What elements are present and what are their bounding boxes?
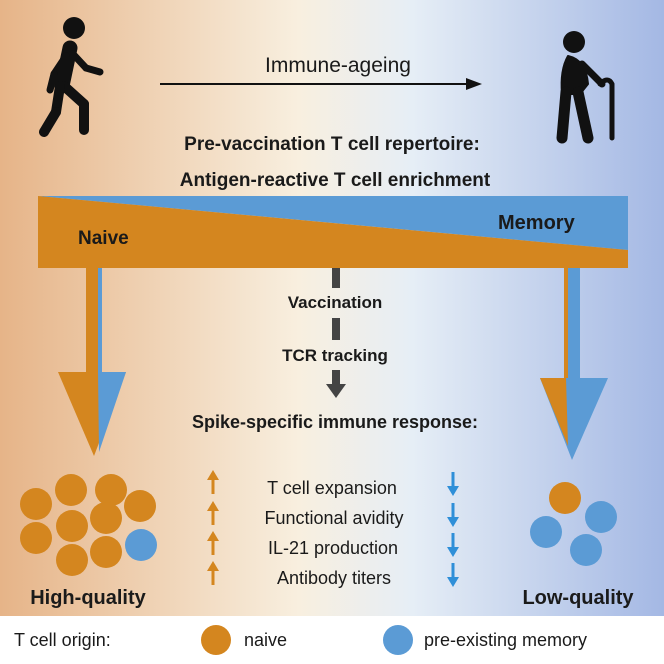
up-arrow-icon xyxy=(207,531,219,555)
left-down-arrow xyxy=(58,268,126,456)
walking-person-icon xyxy=(39,17,104,137)
outcome-row: IL-21 production xyxy=(207,531,459,558)
immune-ageing-arrow xyxy=(160,78,482,90)
down-arrow-icon xyxy=(447,563,459,587)
memory-label: Memory xyxy=(498,212,576,234)
right-down-arrow xyxy=(540,268,608,460)
outcome-row: Antibody titers xyxy=(207,561,459,588)
naive-label: Naive xyxy=(78,228,129,249)
up-arrow-icon xyxy=(207,561,219,585)
legend-naive-label: naive xyxy=(244,630,287,650)
legend-memory-swatch xyxy=(383,625,413,655)
vaccination-label: Vaccination xyxy=(288,293,382,312)
down-arrow-icon xyxy=(447,503,459,527)
up-arrow-icon xyxy=(207,470,219,494)
down-arrow-icon xyxy=(447,472,459,496)
outcome-row: Functional avidity xyxy=(207,501,459,528)
legend-background xyxy=(0,616,664,664)
outcome-t-cell-expansion: T cell expansion xyxy=(267,478,397,498)
immune-response-title: Spike-specific immune response: xyxy=(192,412,478,432)
high-quality-cell-cluster xyxy=(20,474,157,576)
down-arrow-icon xyxy=(447,533,459,557)
elderly-person-with-cane-icon xyxy=(556,31,615,144)
outcome-row: T cell expansion xyxy=(207,470,459,498)
outcome-antibody-titers: Antibody titers xyxy=(277,568,391,588)
center-flow-arrow xyxy=(326,268,346,398)
up-arrow-icon xyxy=(207,501,219,525)
legend: T cell origin: naive pre-existing memory xyxy=(14,625,587,655)
tcr-tracking-label: TCR tracking xyxy=(282,346,388,365)
legend-naive-swatch xyxy=(201,625,231,655)
legend-memory-label: pre-existing memory xyxy=(424,630,587,650)
legend-title: T cell origin: xyxy=(14,630,111,650)
repertoire-title: Pre-vaccination T cell repertoire: xyxy=(184,134,480,155)
outcome-il21-production: IL-21 production xyxy=(268,538,398,558)
low-quality-label: Low-quality xyxy=(522,587,634,609)
naive-wedge xyxy=(38,196,628,268)
outcome-functional-avidity: Functional avidity xyxy=(264,508,403,528)
immune-ageing-label: Immune-ageing xyxy=(265,54,411,77)
low-quality-cell-cluster xyxy=(530,482,617,566)
high-quality-label: High-quality xyxy=(30,587,146,609)
enrichment-title: Antigen-reactive T cell enrichment xyxy=(180,170,491,191)
naive-memory-wedge xyxy=(38,196,628,268)
outcome-list: T cell expansion Functional avidity IL-2 xyxy=(207,470,459,588)
